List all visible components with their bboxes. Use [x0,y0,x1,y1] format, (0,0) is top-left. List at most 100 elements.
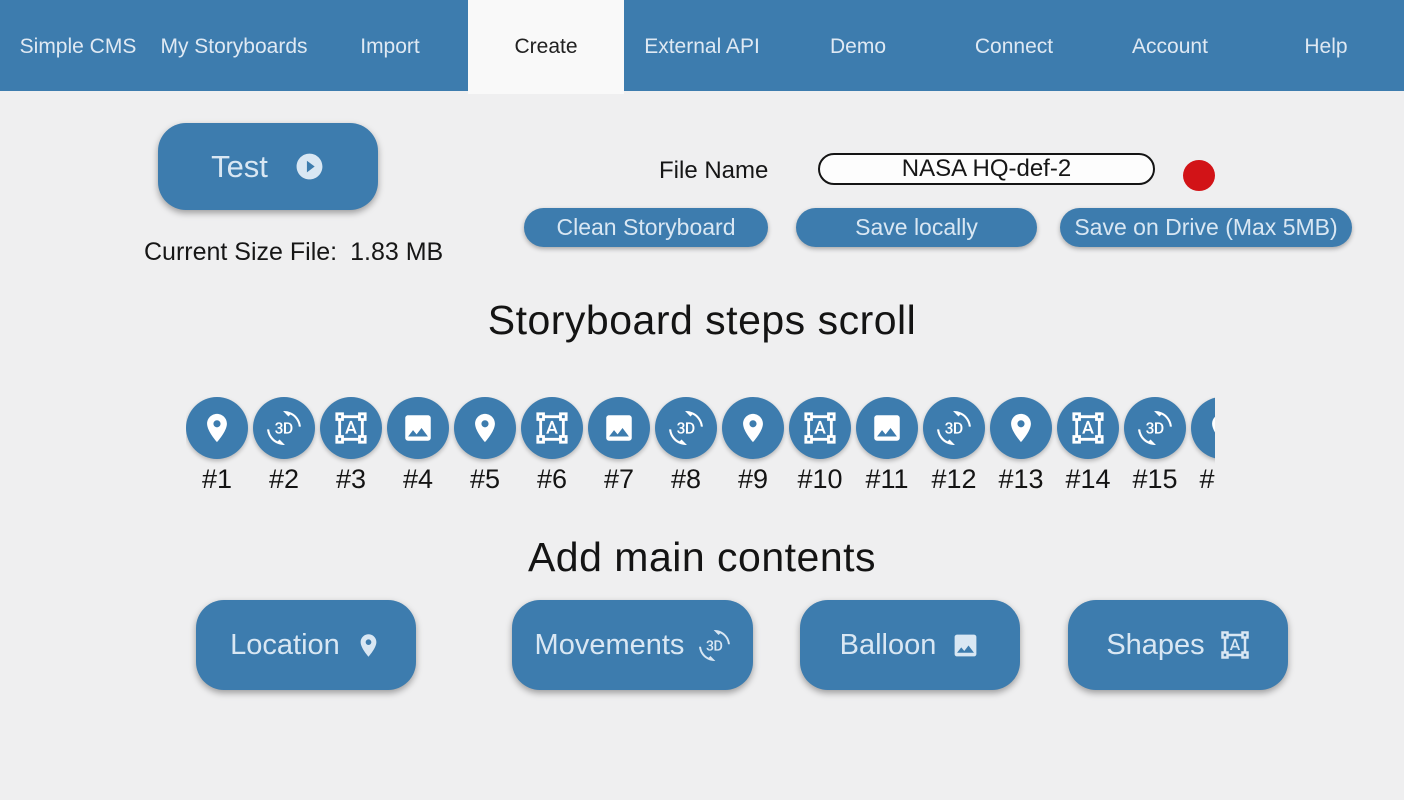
nav-item-external-api[interactable]: External API [644,35,760,58]
step-label: #6 [536,464,568,494]
nav-item-demo[interactable]: Demo [829,35,887,58]
file-name-input[interactable] [818,153,1155,185]
storyboard-step[interactable]: #12 [923,397,985,499]
storyboard-step[interactable]: #9 [722,397,784,499]
format-shapes-icon [1220,630,1250,660]
current-size-value: 1.83 MB [350,238,444,266]
step-label: #10 [797,464,843,494]
location-pin-icon [355,632,382,659]
play-circle-icon [294,151,325,182]
top-nav: Simple CMS My Storyboards Import Create Exte… [0,0,1404,94]
add-shapes-label: Shapes [1106,628,1205,661]
nav-item-connect[interactable]: Connect [974,35,1054,58]
step-label: #16 [1199,464,1215,494]
3d-rotation-icon [669,411,703,445]
location-pin-icon [200,411,234,445]
step-circle[interactable] [856,397,918,459]
storyboard-step[interactable]: #15 [1124,397,1186,499]
add-location-label: Location [230,628,340,661]
storyboard-step[interactable]: #13 [990,397,1052,499]
step-circle[interactable] [454,397,516,459]
add-location-button[interactable]: Location [196,600,416,690]
storyboard-step[interactable]: #2 [253,397,315,499]
storyboard-steps-row[interactable]: #1 #2 #3 #4 #5 #6 #7 #8 #9 #10 #11 #12 #13 #14 #15 #16 [186,397,1215,499]
step-circle[interactable] [588,397,650,459]
add-movements-label: Movements [534,628,685,661]
step-circle[interactable] [923,397,985,459]
current-size-label: Current Size File: [144,238,338,266]
format-shapes-icon [334,411,368,445]
step-circle[interactable] [320,397,382,459]
storyboard-step[interactable]: #3 [320,397,382,499]
nav-item-simple-cms[interactable]: Simple CMS [19,35,137,58]
step-label: #15 [1132,464,1178,494]
step-label: #9 [737,464,769,494]
storyboard-step[interactable]: #1 [186,397,248,499]
step-label: #1 [201,464,233,494]
save-locally-button[interactable]: Save locally [796,208,1037,247]
image-icon [951,631,980,660]
storyboard-step[interactable]: #10 [789,397,851,499]
step-label: #7 [603,464,635,494]
format-shapes-icon [1071,411,1105,445]
add-shapes-button[interactable]: Shapes [1068,600,1288,690]
location-pin-icon [1205,411,1215,445]
step-label: #12 [931,464,977,494]
step-label: #2 [268,464,300,494]
format-shapes-icon [535,411,569,445]
storyboard-step[interactable]: #11 [856,397,918,499]
add-balloon-label: Balloon [839,628,937,661]
storyboard-step[interactable]: #6 [521,397,583,499]
add-balloon-button[interactable]: Balloon [800,600,1020,690]
step-circle[interactable] [1057,397,1119,459]
storyboard-step[interactable]: #4 [387,397,449,499]
step-circle[interactable] [789,397,851,459]
3d-rotation-icon [699,629,731,661]
step-circle[interactable] [253,397,315,459]
step-label: #8 [670,464,702,494]
step-circle[interactable] [722,397,784,459]
step-circle[interactable] [1191,397,1215,459]
image-icon [870,411,904,445]
step-label: #3 [335,464,367,494]
step-circle[interactable] [990,397,1052,459]
step-circle[interactable] [655,397,717,459]
image-icon [401,411,435,445]
step-circle[interactable] [186,397,248,459]
record-indicator-icon [1183,160,1215,191]
step-label: #5 [469,464,501,494]
step-circle[interactable] [521,397,583,459]
step-label: #4 [402,464,434,494]
clean-storyboard-button[interactable]: Clean Storyboard [524,208,768,247]
storyboard-step[interactable]: #8 [655,397,717,499]
step-label: #14 [1065,464,1111,494]
step-label: #11 [865,464,909,494]
step-circle[interactable] [1124,397,1186,459]
save-on-drive-button[interactable]: Save on Drive (Max 5MB) [1060,208,1352,247]
current-size-file: Current Size File: 1.83 MB [144,238,443,267]
location-pin-icon [1004,411,1038,445]
add-main-contents-title: Add main contents [527,534,877,580]
3d-rotation-icon [267,411,301,445]
nav-item-help[interactable]: Help [1304,35,1348,58]
format-shapes-icon [803,411,837,445]
image-icon [602,411,636,445]
storyboard-step[interactable]: #14 [1057,397,1119,499]
test-button-label: Test [211,148,268,184]
step-circle[interactable] [387,397,449,459]
nav-item-account[interactable]: Account [1132,35,1208,58]
3d-rotation-icon [1138,411,1172,445]
storyboard-step[interactable]: #16 [1191,397,1215,499]
storyboard-step[interactable]: #5 [454,397,516,499]
step-label: #13 [998,464,1044,494]
storyboard-step[interactable]: #7 [588,397,650,499]
nav-item-create[interactable]: Create [468,0,624,94]
add-movements-button[interactable]: Movements [512,600,753,690]
file-name-label: File Name [659,157,769,184]
location-pin-icon [468,411,502,445]
nav-item-my-storyboards[interactable]: My Storyboards [160,35,308,58]
location-pin-icon [736,411,770,445]
nav-item-import[interactable]: Import [360,35,420,58]
test-button[interactable]: Test [158,123,378,210]
